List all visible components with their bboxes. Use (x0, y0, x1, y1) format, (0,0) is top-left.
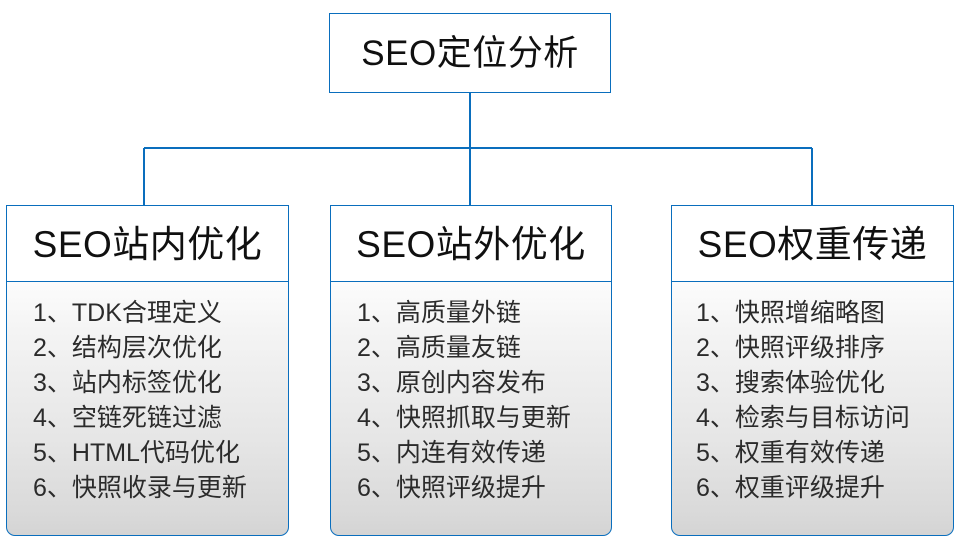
list-item-number: 1、 (357, 299, 396, 328)
list-item-text: 高质量外链 (395, 299, 521, 328)
list-item: 4、快照抓取与更新 (357, 401, 611, 436)
list-item: 5、权重有效传递 (696, 436, 953, 471)
branch-column-2: SEO站外优化 1、高质量外链 2、高质量友链 3、原创内容发布 4、快照抓取与… (330, 205, 612, 537)
list-item-text: 高质量友链 (395, 334, 521, 363)
list-item-number: 5、 (357, 439, 396, 468)
branch-item-list-3: 1、快照增缩略图 2、快照评级排序 3、搜索体验优化 4、检索与目标访问 5、权… (672, 296, 953, 506)
list-item-text: HTML代码优化 (71, 439, 240, 468)
branch-header-3[interactable]: SEO权重传递 (671, 205, 954, 283)
list-item-text: 权重有效传递 (734, 439, 885, 468)
list-item-number: 5、 (696, 439, 735, 468)
list-item-text: 权重评级提升 (734, 474, 885, 503)
list-item: 2、高质量友链 (357, 331, 611, 366)
list-item: 2、快照评级排序 (696, 331, 953, 366)
list-item: 6、权重评级提升 (696, 471, 953, 506)
branch-body-3: 1、快照增缩略图 2、快照评级排序 3、搜索体验优化 4、检索与目标访问 5、权… (671, 281, 954, 537)
list-item-text: 快照收录与更新 (71, 474, 247, 503)
branch-column-3: SEO权重传递 1、快照增缩略图 2、快照评级排序 3、搜索体验优化 4、检索与… (671, 205, 954, 537)
list-item-text: 快照增缩略图 (734, 299, 885, 328)
branch-header-2[interactable]: SEO站外优化 (330, 205, 612, 283)
list-item-number: 4、 (357, 404, 396, 433)
list-item: 4、空链死链过滤 (33, 401, 288, 436)
list-item: 3、站内标签优化 (33, 366, 288, 401)
list-item-text: 快照抓取与更新 (395, 404, 571, 433)
list-item: 5、HTML代码优化 (33, 436, 288, 471)
list-item: 1、高质量外链 (357, 296, 611, 331)
list-item-number: 6、 (357, 474, 396, 503)
list-item: 6、快照收录与更新 (33, 471, 288, 506)
list-item-number: 3、 (696, 369, 735, 398)
list-item-text: 检索与目标访问 (734, 404, 910, 433)
list-item: 6、快照评级提升 (357, 471, 611, 506)
branch-column-1: SEO站内优化 1、TDK合理定义 2、结构层次优化 3、站内标签优化 4、空链… (6, 205, 289, 537)
list-item-number: 4、 (696, 404, 735, 433)
list-item-number: 2、 (696, 334, 735, 363)
list-item-text: 结构层次优化 (71, 334, 222, 363)
branch-body-2: 1、高质量外链 2、高质量友链 3、原创内容发布 4、快照抓取与更新 5、内连有… (330, 281, 612, 537)
list-item-number: 2、 (357, 334, 396, 363)
list-item-number: 2、 (33, 334, 72, 363)
list-item: 1、TDK合理定义 (33, 296, 288, 331)
list-item-number: 6、 (33, 474, 72, 503)
branch-item-list-1: 1、TDK合理定义 2、结构层次优化 3、站内标签优化 4、空链死链过滤 5、H… (7, 296, 288, 506)
list-item: 4、检索与目标访问 (696, 401, 953, 436)
list-item-number: 3、 (33, 369, 72, 398)
list-item-text: 搜索体验优化 (734, 369, 885, 398)
list-item: 2、结构层次优化 (33, 331, 288, 366)
branch-item-list-2: 1、高质量外链 2、高质量友链 3、原创内容发布 4、快照抓取与更新 5、内连有… (331, 296, 611, 506)
root-node-title: SEO定位分析 (361, 33, 579, 73)
list-item-text: 空链死链过滤 (71, 404, 222, 433)
list-item-text: TDK合理定义 (71, 299, 222, 328)
branch-header-label-1: SEO站内优化 (32, 223, 263, 265)
list-item: 3、搜索体验优化 (696, 366, 953, 401)
list-item: 5、内连有效传递 (357, 436, 611, 471)
root-node[interactable]: SEO定位分析 (329, 13, 611, 93)
list-item-number: 6、 (696, 474, 735, 503)
list-item: 1、快照增缩略图 (696, 296, 953, 331)
list-item-text: 内连有效传递 (395, 439, 546, 468)
branch-body-1: 1、TDK合理定义 2、结构层次优化 3、站内标签优化 4、空链死链过滤 5、H… (6, 281, 289, 537)
list-item-number: 1、 (33, 299, 72, 328)
list-item-number: 4、 (33, 404, 72, 433)
list-item-text: 快照评级提升 (395, 474, 546, 503)
branch-header-label-2: SEO站外优化 (356, 223, 586, 265)
list-item-text: 站内标签优化 (71, 369, 222, 398)
list-item-number: 1、 (696, 299, 735, 328)
branch-header-1[interactable]: SEO站内优化 (6, 205, 289, 283)
list-item-text: 快照评级排序 (734, 334, 885, 363)
list-item: 3、原创内容发布 (357, 366, 611, 401)
list-item-number: 5、 (33, 439, 72, 468)
list-item-number: 3、 (357, 369, 396, 398)
branch-header-label-3: SEO权重传递 (697, 223, 928, 265)
list-item-text: 原创内容发布 (395, 369, 546, 398)
